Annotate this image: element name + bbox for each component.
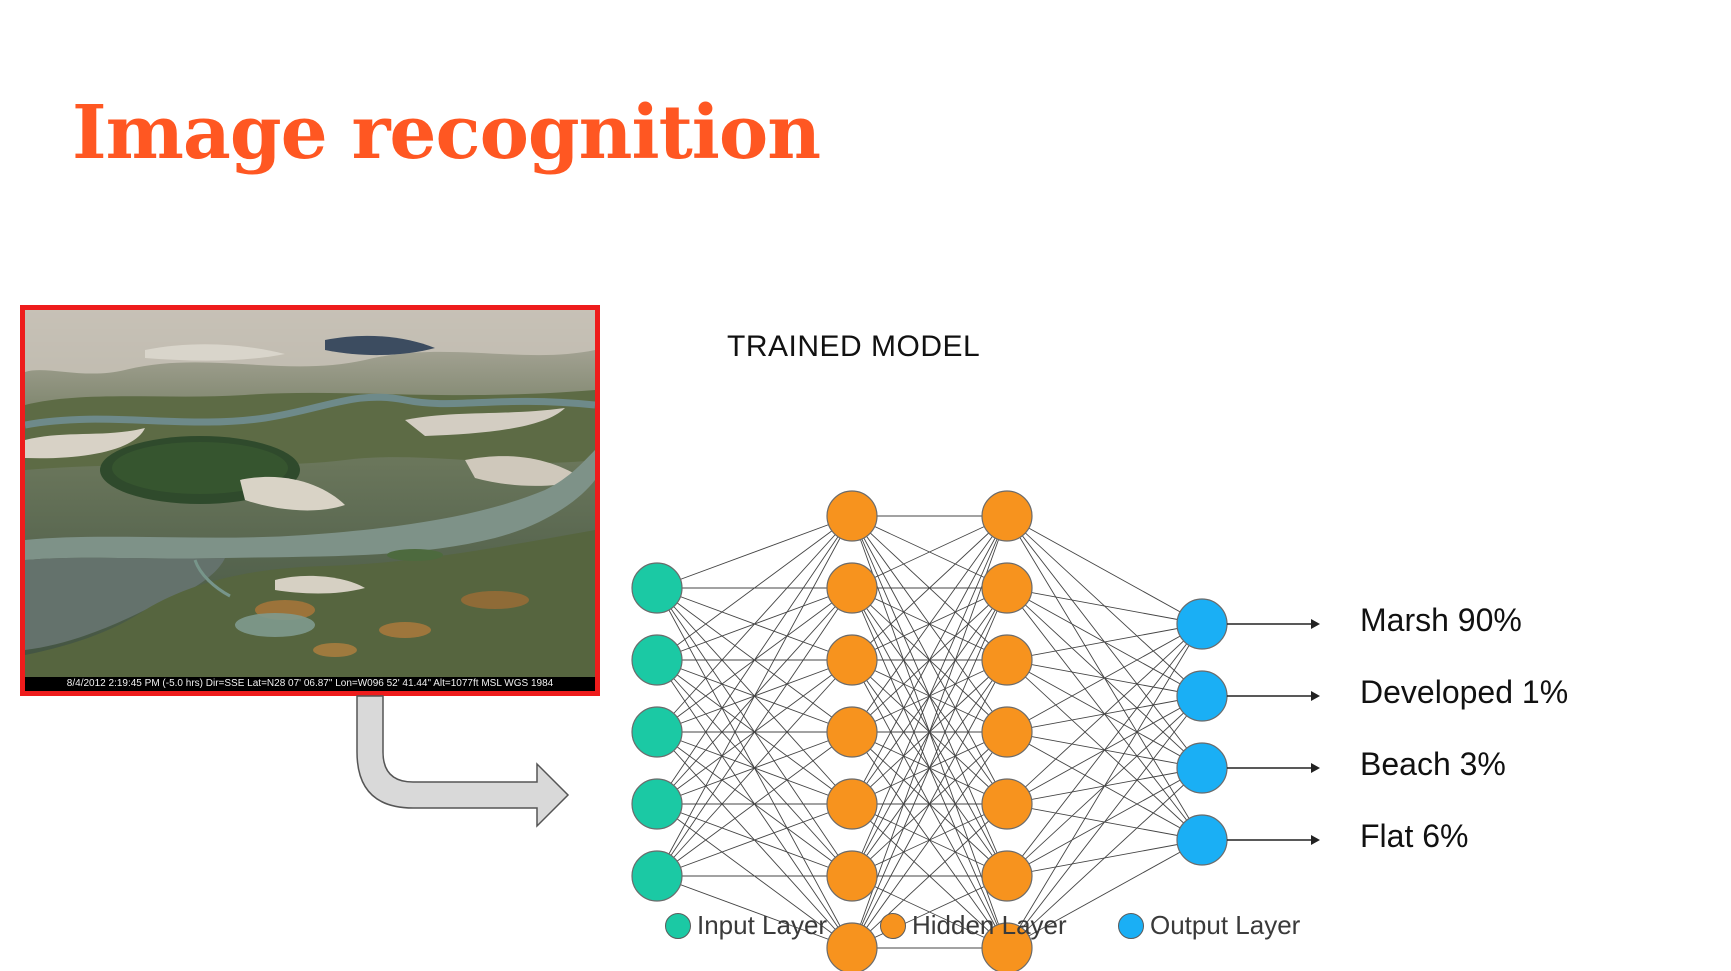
hidden-node [826,706,878,758]
network-edge [656,515,853,589]
hidden-layer-swatch-icon [880,912,906,939]
network-edge [656,587,853,877]
trained-model-label: TRAINED MODEL [727,330,981,363]
aerial-photo: 8/4/2012 2:19:45 PM (-5.0 hrs) Dir=SSE L… [20,305,600,696]
input-layer-swatch-icon [665,912,691,939]
hidden-node [981,922,1033,971]
legend-item-input: Input Layer [665,910,827,941]
legend-item-output: Output Layer [1118,910,1300,941]
output-label: Flat 6% [1360,818,1469,854]
network-edge [1006,587,1203,625]
aerial-marsh-photo-icon [25,310,595,677]
hidden-node [826,490,878,542]
legend-label-output: Output Layer [1150,910,1301,940]
network-edge [851,515,1008,589]
input-node [631,706,683,758]
network-edge [656,515,853,805]
network-edge [851,731,1008,949]
input-node [631,562,683,614]
hidden-node [981,706,1033,758]
network-edge [851,515,1008,877]
network-edge [1006,515,1203,625]
hidden-node [826,634,878,686]
network-edge [851,515,1008,949]
network-edge [1006,767,1203,949]
input-node [631,634,683,686]
output-layer-swatch-icon [1118,912,1144,939]
arrowhead-icon [1311,691,1320,701]
network-edge [851,515,1008,733]
network-edge [656,731,853,877]
hidden-node [981,562,1033,614]
network-edge [851,875,1008,949]
network-edge [1006,839,1203,949]
network-edge [1006,623,1203,661]
output-node [1176,742,1228,794]
arrowhead-icon [1311,835,1320,845]
legend-item-hidden: Hidden Layer [880,910,1067,941]
input-node [631,778,683,830]
output-label: Developed 1% [1360,674,1569,710]
hidden-node [826,922,878,971]
hidden-node [826,778,878,830]
photo-caption: 8/4/2012 2:19:45 PM (-5.0 hrs) Dir=SSE L… [25,677,595,691]
output-node [1176,598,1228,650]
hidden-node [981,490,1033,542]
network-edge [656,803,853,877]
network-edge [851,587,1008,949]
network-edge [656,515,853,661]
legend-label-input: Input Layer [697,910,828,940]
slide-title: Image recognition [72,90,821,176]
network-edge [656,515,853,877]
network-edge [851,803,1008,949]
output-node [1176,670,1228,722]
output-label: Marsh 90% [1360,602,1522,638]
arrowhead-icon [1311,619,1320,629]
legend-label-hidden: Hidden Layer [912,910,1067,940]
arrowhead-icon [1311,763,1320,773]
network-edge [1006,623,1203,949]
output-label: Beach 3% [1360,746,1506,782]
network-edge [1006,623,1203,805]
network-edge [1006,623,1203,733]
legend: Input Layer Hidden Layer Output Layer [0,910,1731,946]
hidden-node [981,850,1033,902]
hidden-node [981,634,1033,686]
network-edge [851,515,1008,805]
network-edge [1006,623,1203,877]
input-node [631,850,683,902]
hidden-node [826,562,878,614]
hidden-node [826,850,878,902]
network-edge [851,515,1008,661]
curved-arrow-icon [356,695,570,828]
network-edge [656,515,853,733]
network-edge [851,659,1008,949]
output-node [1176,814,1228,866]
network-edge [656,659,853,877]
network-edge [1006,695,1203,949]
hidden-node [981,778,1033,830]
network-edge [656,875,853,949]
